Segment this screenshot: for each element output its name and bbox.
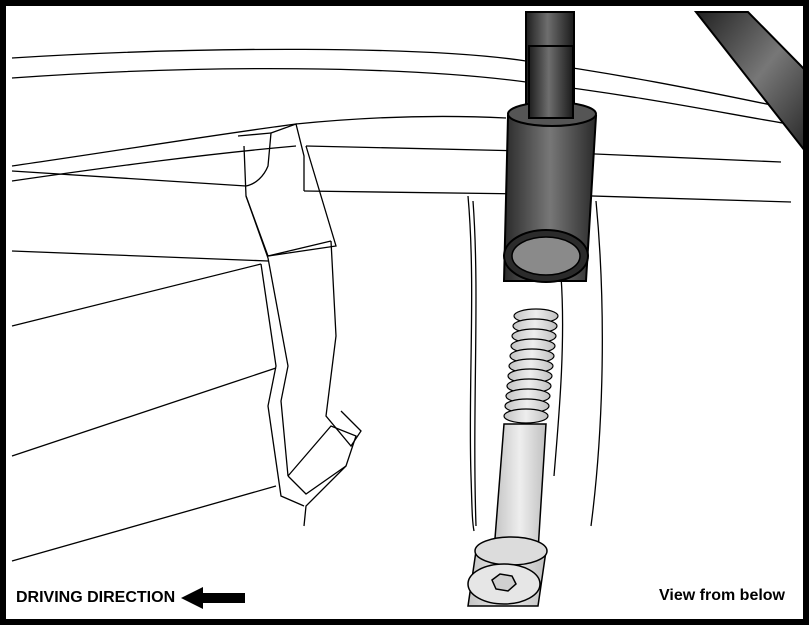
left-panel-1 bbox=[11, 250, 269, 262]
bolt-threads bbox=[503, 308, 559, 424]
diagonal-tube bbox=[693, 11, 803, 150]
view-label: View from below bbox=[659, 587, 785, 604]
chassis-lines bbox=[11, 48, 802, 562]
rail-c bbox=[325, 240, 362, 448]
slot-center bbox=[553, 275, 564, 477]
left-panel-4 bbox=[11, 485, 277, 562]
slot-right bbox=[590, 200, 603, 527]
top-curve-2 bbox=[11, 67, 802, 127]
bracket-outer bbox=[11, 123, 305, 191]
driving-direction-label: DRIVING DIRECTION bbox=[16, 589, 176, 606]
rail-d bbox=[287, 425, 357, 527]
driving-direction-caption: DRIVING DIRECTION bbox=[16, 587, 246, 609]
cap-screw bbox=[467, 308, 559, 607]
socket-wrench bbox=[502, 45, 598, 283]
slot-left bbox=[467, 195, 475, 532]
rail-a bbox=[260, 263, 305, 507]
left-panel-3 bbox=[11, 367, 277, 457]
assembly-illustration bbox=[11, 11, 803, 607]
upper-beam-2 bbox=[11, 145, 297, 182]
arrow-left-icon bbox=[181, 587, 246, 609]
upper-beam-1 bbox=[11, 115, 507, 167]
top-curve-1 bbox=[11, 48, 797, 111]
rail-e bbox=[287, 465, 347, 495]
bracket-inner bbox=[237, 132, 337, 257]
rail-b bbox=[267, 257, 289, 477]
slot-left-2 bbox=[472, 200, 477, 527]
bracket-face bbox=[245, 195, 332, 259]
hex-socket bbox=[491, 573, 517, 592]
left-panel-2 bbox=[11, 263, 262, 327]
